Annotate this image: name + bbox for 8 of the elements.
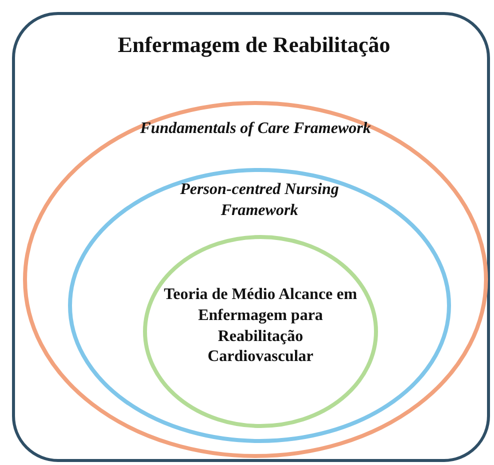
heading-text: Person-centred Nursing Framework — [179, 180, 340, 221]
inner-circle — [143, 235, 378, 428]
title-text: Enfermagem de Reabilitação — [116, 31, 392, 59]
rounded-frame — [12, 12, 490, 462]
middle-ellipse — [68, 168, 451, 443]
heading-text: Fundamentals of Care Framework — [139, 119, 372, 139]
outer-ellipse — [23, 101, 488, 458]
heading-text: Teoria de Médio Alcance em Enfermagem para Reabilitação Cardiovascular — [163, 285, 358, 368]
